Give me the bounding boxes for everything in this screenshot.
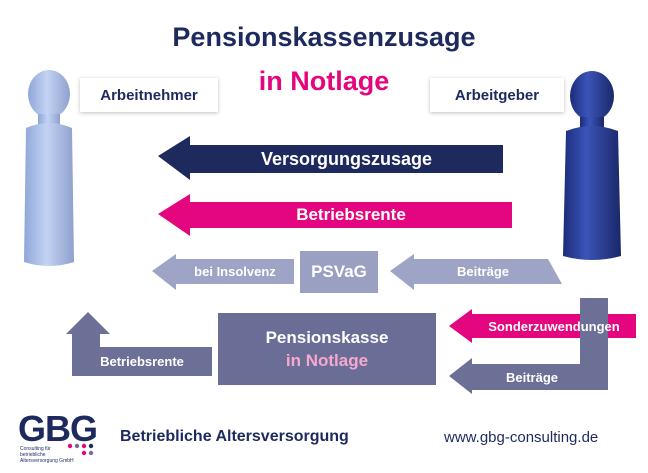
employer-label: Arbeitgeber: [430, 78, 564, 112]
pensionskasse-status: in Notlage: [286, 349, 368, 372]
arrow-betriebsrente-top-label: Betriebsrente: [190, 202, 512, 228]
employer-figure: [563, 71, 621, 260]
pensionskasse-box: Pensionskasse in Notlage: [218, 313, 436, 385]
arrow-betriebsrente-bottom-label: Betriebsrente: [72, 347, 212, 376]
gbg-logo-subtitle: Consulting für betriebliche Altersversor…: [20, 446, 74, 464]
arrow-sonderzuwendungen-label: Sonderzuwendungen: [472, 314, 636, 338]
logo-sub-line3: Altersversorgung GmbH: [20, 458, 74, 464]
arrow-versorgungszusage-label: Versorgungszusage: [190, 145, 503, 173]
footer-tagline: Betriebliche Altersversorgung: [120, 428, 349, 446]
footer-url[interactable]: www.gbg-consulting.de: [444, 429, 598, 446]
gbg-logo-text: GBG: [18, 408, 97, 450]
arrow-beitraege-psv-label: Beiträge: [414, 259, 552, 284]
pensionskasse-label: Pensionskasse: [266, 326, 389, 349]
arrow-bei-insolvenz-label: bei Insolvenz: [176, 259, 294, 284]
employee-figure: [24, 70, 74, 266]
arrow-beitraege-kasse-label: Beiträge: [472, 364, 592, 390]
psvag-box: PSVaG: [300, 251, 378, 293]
employee-label: Arbeitnehmer: [80, 78, 218, 112]
psvag-label: PSVaG: [311, 262, 367, 282]
